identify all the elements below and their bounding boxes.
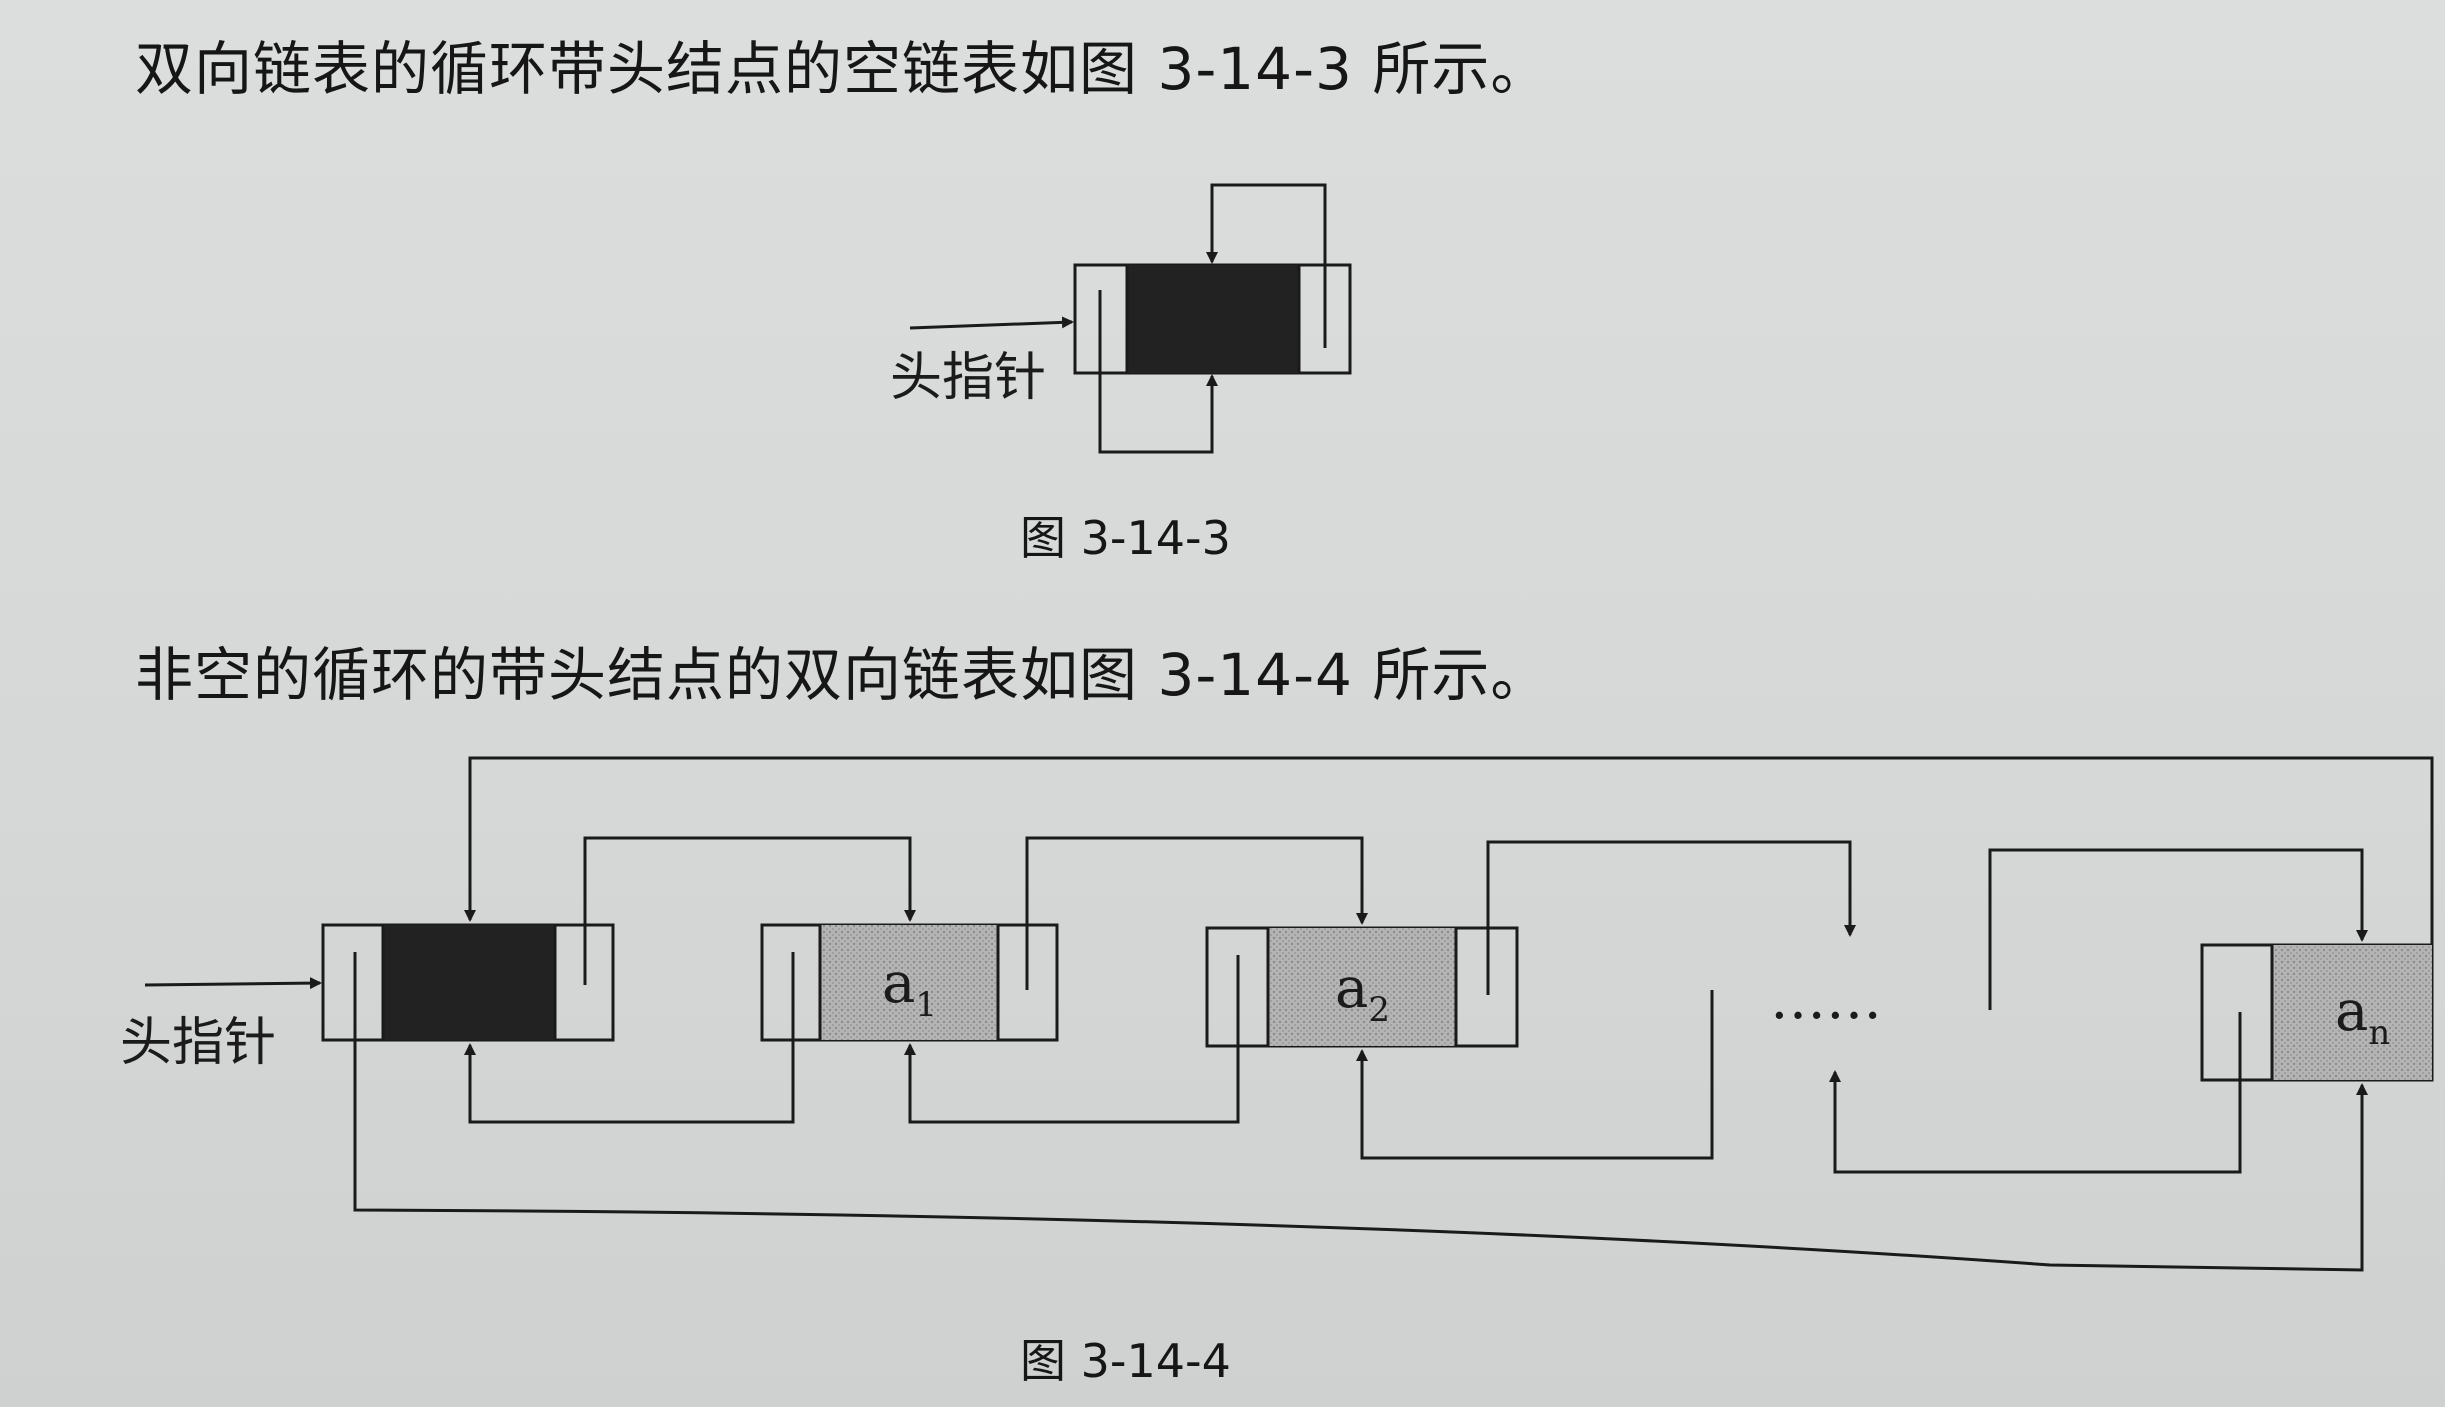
head-node xyxy=(321,923,615,1042)
next-head-to-a1 xyxy=(583,836,916,925)
head-pointer-label-1: 头指针 xyxy=(890,348,1046,408)
node-a2-sub: 2 xyxy=(1368,990,1390,1030)
caption-figure-3-14-4: 图 3-14-4 xyxy=(1020,1334,1231,1388)
node-an: an xyxy=(2200,943,2434,1082)
node-a1-base: a xyxy=(882,951,915,1016)
empty-prior-pointer xyxy=(1098,373,1218,454)
node-an-sub: n xyxy=(2368,1013,2390,1053)
prior-head-to-an xyxy=(353,1040,2368,1272)
node-a1: a1 xyxy=(760,923,1059,1042)
prior-ellipsis-to-a2 xyxy=(1356,990,1714,1160)
head-pointer-label-2: 头指针 xyxy=(120,1013,276,1073)
svg-text:a1: a1 xyxy=(882,951,937,1025)
node-a2: a2 xyxy=(1205,926,1519,1048)
prior-an-to-ellipsis xyxy=(1829,1070,2242,1174)
empty-next-pointer xyxy=(1206,183,1327,265)
paragraph-empty-list: 双向链表的循环带头结点的空链表如图 3-14-3 所示。 xyxy=(135,35,1550,103)
next-ellipsis-to-an xyxy=(1988,848,2368,1010)
next-an-to-head xyxy=(464,756,2434,945)
prior-a1-to-head xyxy=(464,1040,795,1124)
paragraph-nonempty-list: 非空的循环的带头结点的双向链表如图 3-14-4 所示。 xyxy=(135,641,1550,709)
prior-a2-to-a1 xyxy=(904,1043,1240,1124)
node-a1-sub: 1 xyxy=(915,985,937,1025)
next-a1-to-a2 xyxy=(1025,836,1368,925)
next-a2-to-ellipsis xyxy=(1486,840,1856,937)
svg-text:a2: a2 xyxy=(1335,956,1390,1030)
svg-text:an: an xyxy=(2335,979,2390,1053)
ellipsis: …… xyxy=(1770,967,1882,1032)
caption-figure-3-14-3: 图 3-14-3 xyxy=(1020,511,1231,565)
node-a2-base: a xyxy=(1335,956,1368,1021)
head-node-empty xyxy=(1073,263,1352,375)
head-pointer-arrow-1 xyxy=(909,316,1074,330)
head-pointer-arrow-2 xyxy=(144,977,322,990)
node-an-base: a xyxy=(2335,979,2368,1044)
